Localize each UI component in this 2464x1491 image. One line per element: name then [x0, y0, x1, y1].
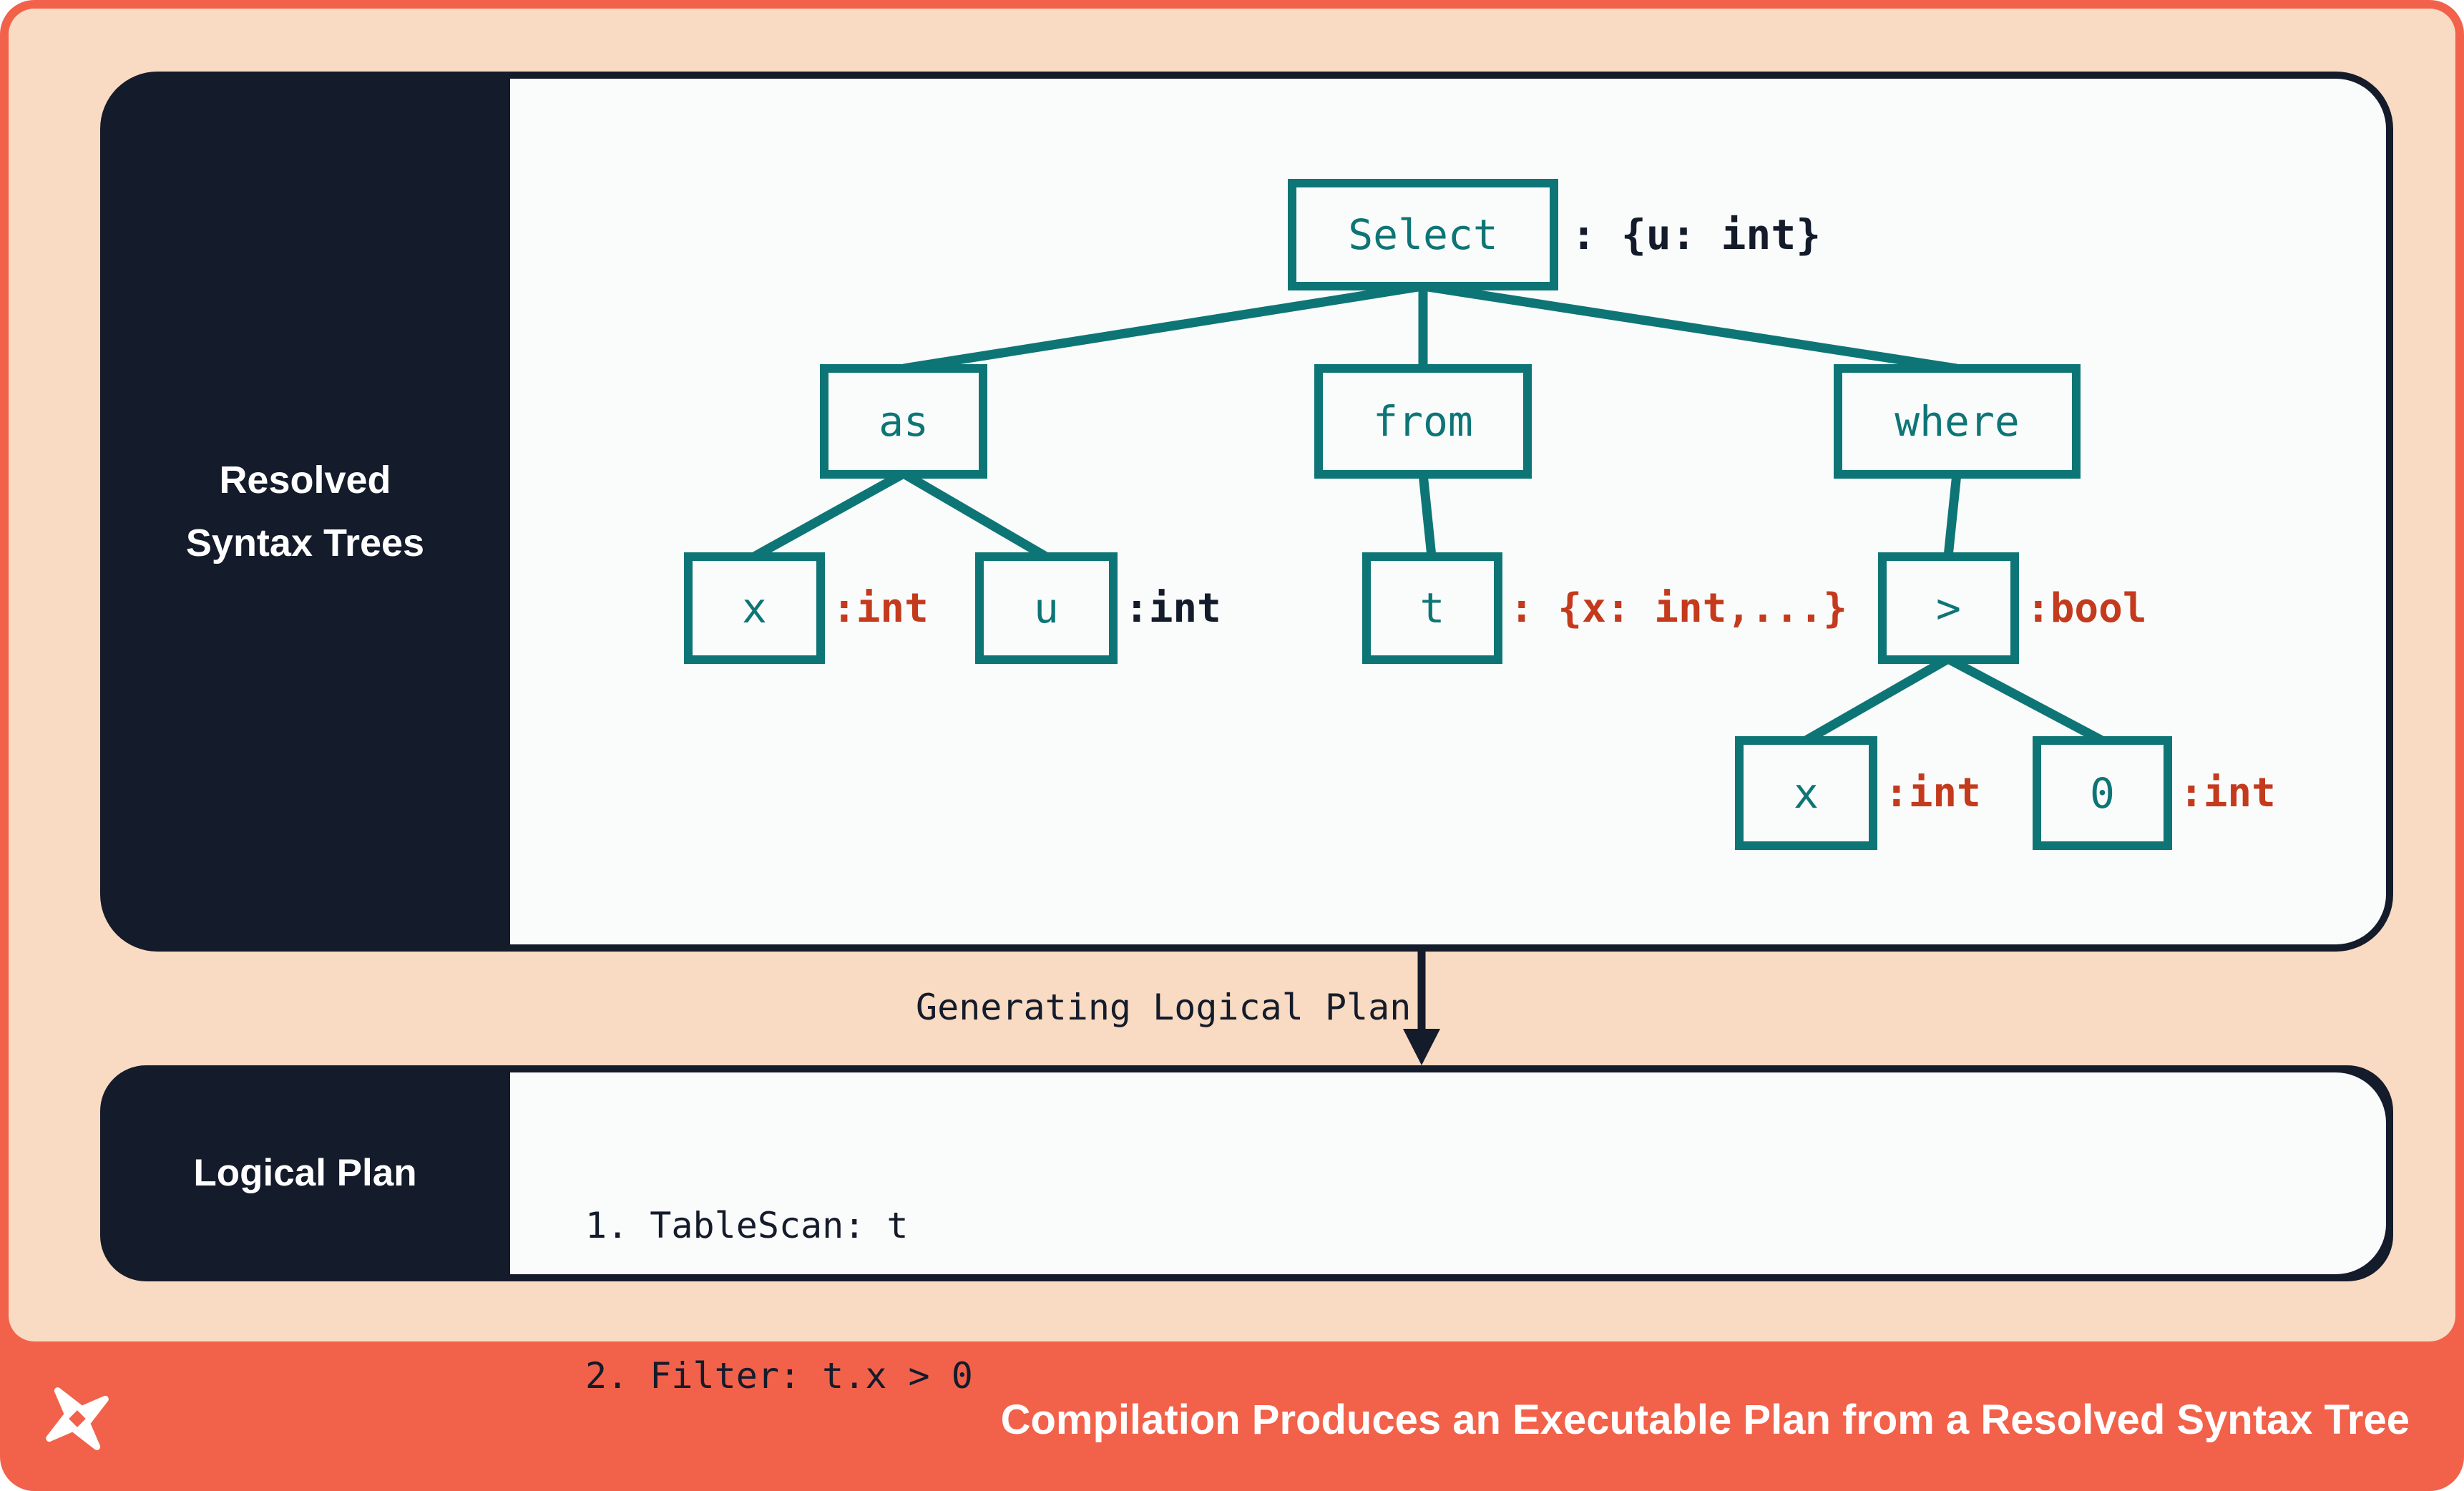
node-gt-label: >: [1936, 584, 1961, 632]
node-x1: x: [684, 552, 825, 664]
logical-plan-panel: Logical Plan: [100, 1065, 2393, 1281]
footer-title: Compilation Produces an Executable Plan …: [1000, 1397, 2410, 1443]
node-from: from: [1314, 364, 1532, 479]
node-x2: x: [1735, 736, 1877, 850]
annotation-t-type: : {x: int,...}: [1510, 585, 1848, 632]
resolved-syntax-trees-label: Resolved Syntax Trees: [100, 72, 510, 952]
generating-logical-plan-label: Generating Logical Plan: [916, 987, 1412, 1028]
annotation-select-type: : {u: int}: [1571, 210, 1822, 259]
plan-step-2: 2. Filter: t.x > 0: [585, 1355, 973, 1397]
annotation-u-type: :int: [1125, 585, 1221, 632]
resolved-label-line2: Syntax Trees: [185, 522, 425, 564]
logical-plan-steps: 1. TableScan: t 2. Filter: t.x > 0 3. Pr…: [585, 1100, 1080, 1491]
node-as-label: as: [879, 397, 929, 446]
node-u-label: u: [1034, 584, 1059, 632]
node-zero: 0: [2033, 736, 2172, 850]
node-where: where: [1834, 364, 2081, 479]
node-x1-label: x: [742, 584, 767, 632]
annotation-x1-type: :int: [832, 585, 929, 632]
annotation-gt-type: :bool: [2026, 585, 2147, 632]
pinwheel-star-icon: [46, 1387, 109, 1450]
node-zero-label: 0: [2090, 768, 2115, 818]
node-where-label: where: [1895, 397, 2020, 446]
logical-plan-canvas: [510, 1072, 2386, 1274]
node-t: t: [1362, 552, 1502, 664]
node-from-label: from: [1373, 397, 1473, 446]
logical-plan-label: Logical Plan: [100, 1065, 510, 1281]
node-select-label: Select: [1348, 210, 1498, 259]
logical-plan-label-text: Logical Plan: [193, 1152, 417, 1194]
node-as: as: [820, 364, 987, 479]
node-select: Select: [1288, 179, 1558, 290]
node-t-label: t: [1419, 584, 1445, 632]
plan-step-1: 1. TableScan: t: [585, 1205, 909, 1246]
node-x2-label: x: [1794, 768, 1819, 818]
node-gt: >: [1878, 552, 2019, 664]
annotation-zero-type: :int: [2179, 770, 2276, 816]
annotation-x2-type: :int: [1884, 770, 1981, 816]
node-u: u: [975, 552, 1118, 664]
resolved-label-line1: Resolved: [219, 459, 391, 502]
